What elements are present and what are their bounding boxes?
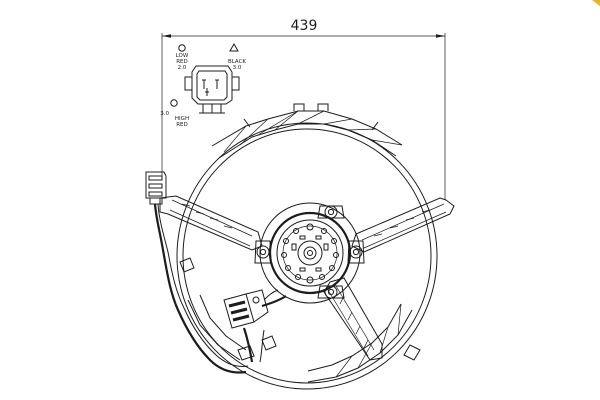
resistor-block (223, 289, 269, 329)
pin-bottom-left-color: RED (176, 122, 188, 128)
corner-mark (592, 0, 600, 6)
fan-shroud (176, 103, 438, 390)
harness-connector-plug (145, 171, 167, 205)
connector-pinout-detail: LOW RED 2.0 BLACK 3.0 3.0 HIGH RED (160, 42, 246, 128)
pin-top-right-color: BLACK (228, 59, 246, 65)
wire-clip-upper (179, 257, 195, 273)
wire-clip-lower-right (261, 335, 277, 351)
pin-symbol-top-left (178, 44, 186, 52)
hub-vent-holes (281, 223, 339, 284)
hub-mounting-bosses (254, 205, 365, 299)
motor-hub (254, 202, 365, 304)
pin-bottom-left-label: HIGH (175, 116, 189, 122)
pin-top-right-number: 3.0 (233, 65, 242, 71)
pin-top-left-color: RED (176, 59, 188, 65)
pin-top-left-label: LOW (176, 53, 189, 59)
pin-symbol-bottom-left (170, 99, 178, 107)
dimension-arrow-left (162, 34, 171, 38)
pin-symbol-top-right (229, 42, 239, 52)
pin-bottom-left-number: 3.0 (160, 111, 169, 117)
pin-top-left-number: 2.0 (178, 65, 187, 71)
wiring-harness (145, 171, 287, 374)
dimension-value: 439 (291, 18, 318, 34)
fan-arms (159, 195, 455, 361)
hub-shaft (297, 240, 323, 266)
dimension-arrow-right (436, 34, 445, 38)
wire-clip-lower (237, 345, 255, 361)
connector-face (184, 65, 240, 114)
overall-width-dimension: 439 (161, 18, 446, 200)
